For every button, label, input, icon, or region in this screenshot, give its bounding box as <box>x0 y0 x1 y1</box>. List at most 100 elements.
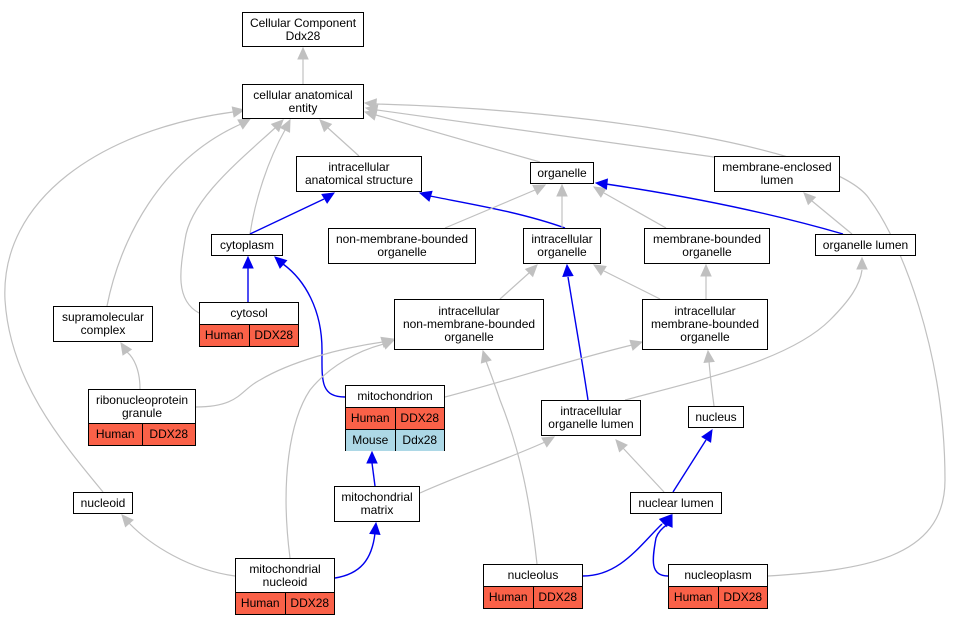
edge-mito-to-cyt <box>274 256 346 398</box>
edge-ias-to-cae <box>319 119 360 157</box>
edge-cyt-to-ias <box>249 192 336 235</box>
term-node-mbo[interactable]: membrane-bounded organelle <box>644 228 770 264</box>
arrowhead-icon <box>662 513 673 528</box>
term-label: nucleoid <box>80 495 126 510</box>
edge-line <box>811 200 853 235</box>
edge-line <box>376 109 715 158</box>
term-label: membrane-enclosed lumen <box>722 160 832 187</box>
edge-imbo-to-io <box>592 264 661 300</box>
term-label: nucleolus <box>507 568 559 582</box>
arrowhead-icon <box>121 514 134 528</box>
arrowhead-icon <box>242 255 254 269</box>
term-label: non-membrane-bounded organelle <box>335 232 469 259</box>
edge-line <box>444 344 633 398</box>
edge-mm-to-mito <box>366 450 378 487</box>
arrowhead-icon <box>369 521 381 536</box>
term-node-ol[interactable]: organelle lumen <box>815 234 916 256</box>
species-cell: Mouse <box>352 433 389 447</box>
edge-line <box>708 360 715 407</box>
term-label: cellular anatomical entity <box>253 87 353 115</box>
gene-cell: DDX28 <box>284 593 335 614</box>
term-node-mm[interactable]: mitochondrial matrix <box>334 486 420 522</box>
term-node-nuc[interactable]: nucleus <box>688 406 744 428</box>
edge-line <box>444 189 536 229</box>
edge-line <box>419 441 546 494</box>
edge-line <box>334 532 376 579</box>
arrowhead-icon <box>319 119 333 133</box>
edge-line <box>195 341 384 408</box>
species-cell: Human <box>350 411 390 425</box>
arrowhead-icon <box>321 192 336 204</box>
term-node-ias[interactable]: intracellular anatomical structure <box>296 156 422 192</box>
term-label: intracellular organelle <box>531 232 593 259</box>
term-node-nmbo[interactable]: non-membrane-bounded organelle <box>328 228 476 264</box>
arrowhead-icon <box>615 439 628 453</box>
edge-line <box>126 351 141 390</box>
term-node-org[interactable]: organelle <box>530 162 594 184</box>
edge-line <box>485 360 538 565</box>
arrowhead-icon <box>592 186 607 198</box>
arrowhead-icon <box>274 256 288 269</box>
term-node-nl[interactable]: nuclear lumen <box>630 492 722 514</box>
edge-io-to-org <box>556 183 568 228</box>
term-node-imbo[interactable]: intracellular membrane-bounded organelle <box>642 299 768 350</box>
gene-cell: Ddx28 <box>394 430 445 451</box>
edge-mel-to-cae <box>364 104 715 158</box>
arrowhead-icon <box>270 119 284 133</box>
edge-io-to-ias <box>418 190 566 229</box>
edge-nucleolus-to-inmbo <box>480 349 538 565</box>
edge-rnp-to-smc <box>120 341 141 390</box>
arrowhead-icon <box>629 339 644 351</box>
edge-nucleolus-to-nl <box>582 514 672 577</box>
edge-np-to-cae <box>363 98 946 577</box>
term-node-nucleoid[interactable]: nucleoid <box>73 492 133 514</box>
edge-nuc-to-imbo <box>703 349 715 407</box>
arrowhead-icon <box>237 118 252 130</box>
edge-line <box>652 523 669 577</box>
arrowhead-icon <box>562 263 574 277</box>
edge-line <box>4 111 234 493</box>
arrowhead-icon <box>703 349 715 364</box>
term-label: mitochondrial matrix <box>341 490 413 517</box>
term-node-smc[interactable]: supramolecular complex <box>53 306 153 342</box>
edge-nl-to-nuc <box>672 428 713 493</box>
term-label: nucleoplasm <box>684 568 752 582</box>
edge-mito-to-imbo <box>444 339 644 398</box>
edge-mm-to-iol <box>419 436 556 494</box>
term-label: cytoplasm <box>219 237 275 252</box>
term-label: mitochondrial nucleoid <box>249 561 321 589</box>
term-label: nucleus <box>695 409 737 424</box>
species-cell: Human <box>240 596 280 610</box>
term-node-mel[interactable]: membrane-enclosed lumen <box>714 156 840 192</box>
term-label: intracellular non-membrane-bounded organ… <box>402 304 536 344</box>
edge-line <box>672 439 707 493</box>
term-node-inmbo[interactable]: intracellular non-membrane-bounded organ… <box>394 299 544 350</box>
arrowhead-icon <box>700 263 712 277</box>
arrowhead-icon <box>524 264 538 278</box>
edge-mn-to-inmbo <box>285 338 396 559</box>
edge-line <box>180 127 276 314</box>
edge-org-to-cae <box>363 109 541 163</box>
arrowhead-icon <box>480 349 492 364</box>
gene-cell: DDX28 <box>717 587 768 608</box>
arrowhead-icon <box>120 341 133 356</box>
term-node-iol[interactable]: intracellular organelle lumen <box>541 400 641 436</box>
arrowhead-icon <box>803 192 817 206</box>
edge-line <box>605 183 844 235</box>
term-label: intracellular anatomical structure <box>304 160 414 187</box>
arrowhead-icon <box>366 450 378 464</box>
edge-line <box>327 127 360 157</box>
term-node-io[interactable]: intracellular organelle <box>523 228 601 264</box>
term-node-cyt[interactable]: cytoplasm <box>211 234 283 256</box>
edge-line <box>603 192 667 229</box>
term-node-cae[interactable]: cellular anatomical entity <box>242 84 364 119</box>
term-node-cc[interactable]: Cellular Component Ddx28 <box>242 12 364 47</box>
